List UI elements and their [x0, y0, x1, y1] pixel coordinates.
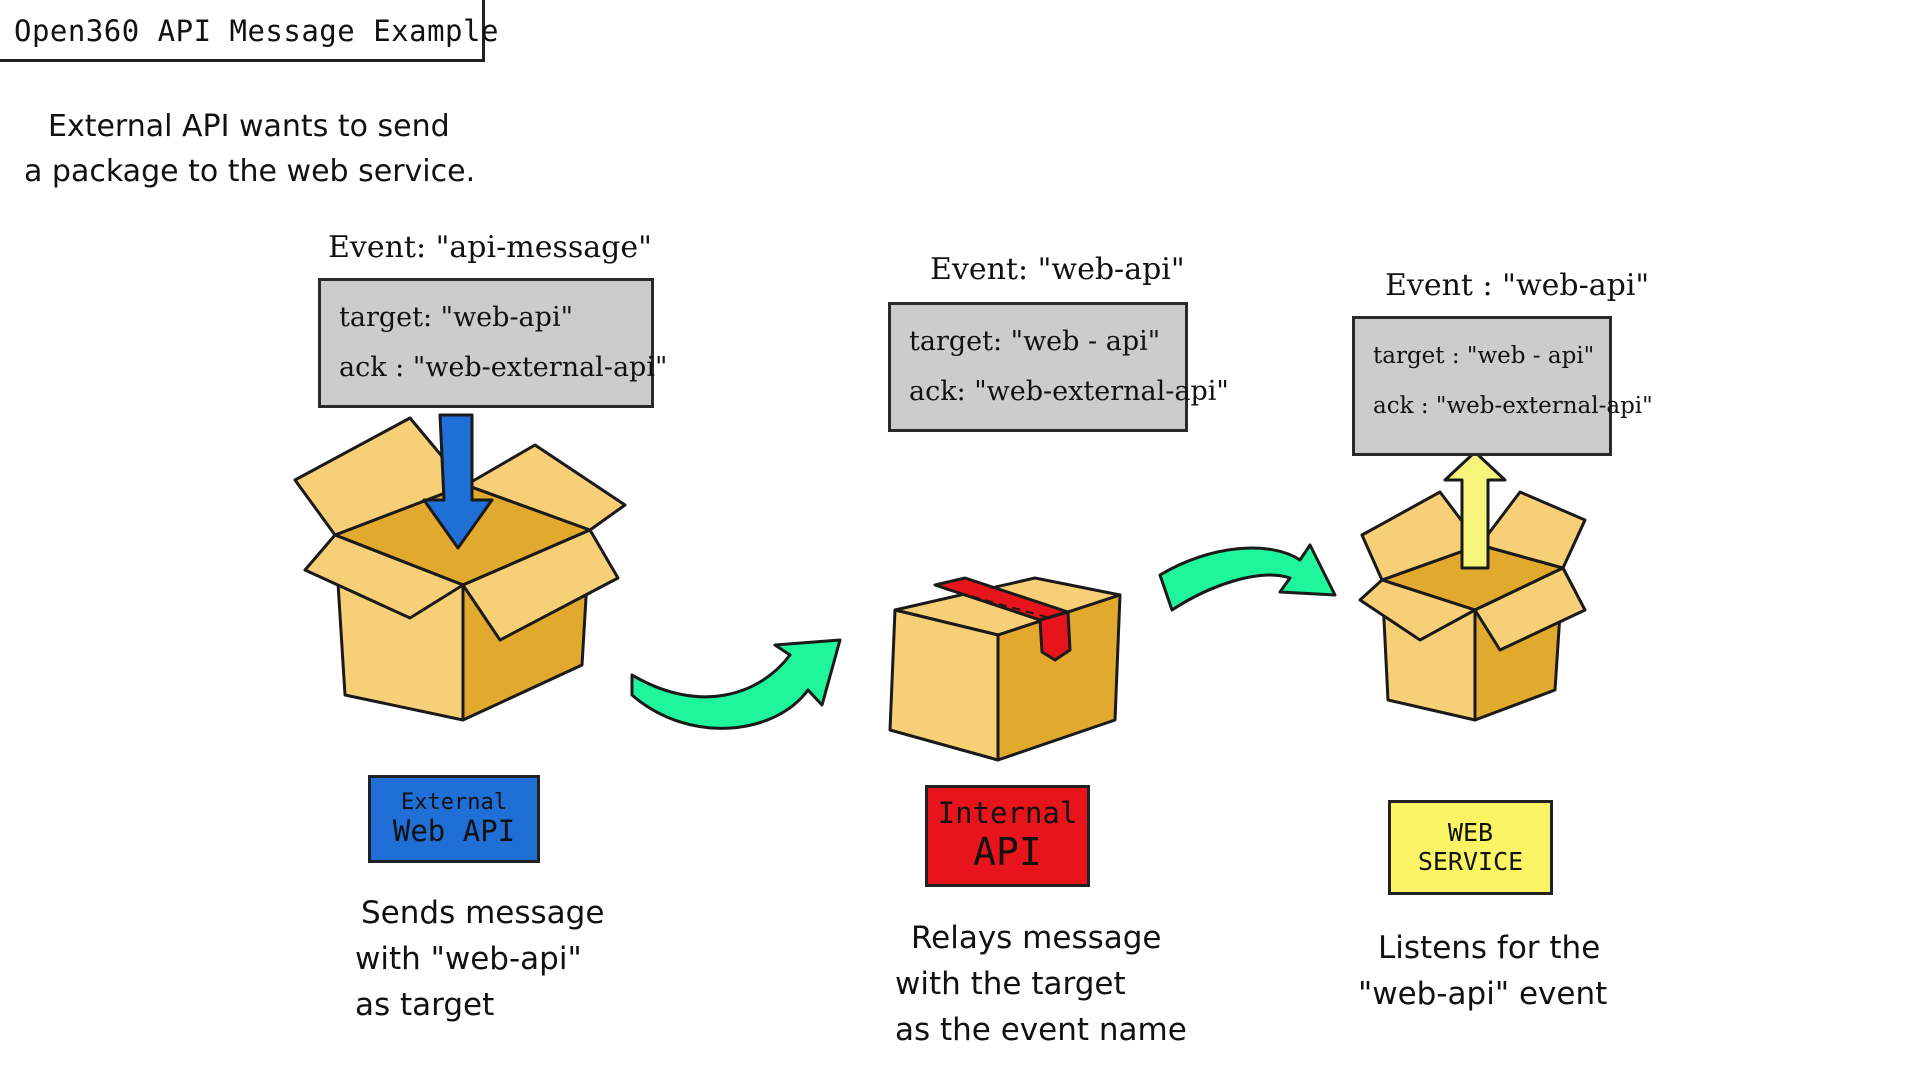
stage-label-external-web-api: External Web API	[368, 775, 540, 863]
flow-arrow-1	[630, 638, 842, 730]
intro-line-2: a package to the web service.	[24, 154, 476, 189]
stage-description-3: Listens for the "web-api" event	[1358, 925, 1607, 1017]
stage-label-line-2: Web API	[392, 813, 516, 848]
ack-field: ack: "web-external-api"	[909, 376, 1229, 407]
closed-box-internal	[888, 576, 1122, 762]
stage-label-line-1: External	[401, 789, 507, 815]
message-card-stage-1: target: "web-api" ack : "web-external-ap…	[318, 278, 668, 408]
description-line: as target	[355, 987, 495, 1023]
stage-label-line-1: Internal	[937, 796, 1078, 831]
stage-label-internal-api: Internal API	[925, 785, 1090, 887]
target-field: target: "web-api"	[339, 302, 573, 333]
description-line: "web-api" event	[1358, 976, 1608, 1012]
stage-label-line-2: API	[973, 829, 1042, 874]
description-line: Listens for the	[1378, 930, 1601, 966]
description-line: Relays message	[911, 920, 1162, 956]
open-box-web-service	[1358, 490, 1587, 722]
ack-field: ack : "web-external-api"	[1373, 393, 1653, 419]
ack-field: ack : "web-external-api"	[339, 352, 668, 383]
description-line: with the target	[895, 966, 1126, 1002]
intro-line-1: External API wants to send	[48, 109, 450, 144]
target-field: target: "web - api"	[909, 326, 1161, 357]
event-label-stage-3: Event : "web-api"	[1385, 268, 1650, 303]
message-card-stage-2: target: "web - api" ack: "web-external-a…	[888, 302, 1229, 432]
message-card-stage-3: target : "web - api" ack : "web-external…	[1352, 316, 1653, 456]
page-title: Open360 API Message Example	[14, 14, 499, 48]
stage-description-1: Sends message with "web-api" as target	[355, 890, 604, 1028]
down-arrow	[422, 413, 494, 550]
stage-label-line-2: SERVICE	[1417, 846, 1524, 876]
flow-arrow-2	[1158, 543, 1337, 612]
event-label-stage-2: Event: "web-api"	[930, 252, 1185, 287]
description-line: as the event name	[895, 1012, 1187, 1048]
description-line: Sends message	[361, 895, 605, 931]
description-line: with "web-api"	[355, 941, 582, 977]
target-field: target : "web - api"	[1373, 343, 1595, 369]
stage-label-web-service: WEB SERVICE	[1388, 800, 1553, 895]
up-arrow	[1443, 450, 1507, 570]
stage-description-2: Relays message with the target as the ev…	[895, 915, 1187, 1053]
stage-label-line-1: WEB	[1447, 817, 1494, 847]
title-frame	[0, 0, 485, 62]
event-label-stage-1: Event: "api-message"	[328, 230, 652, 265]
